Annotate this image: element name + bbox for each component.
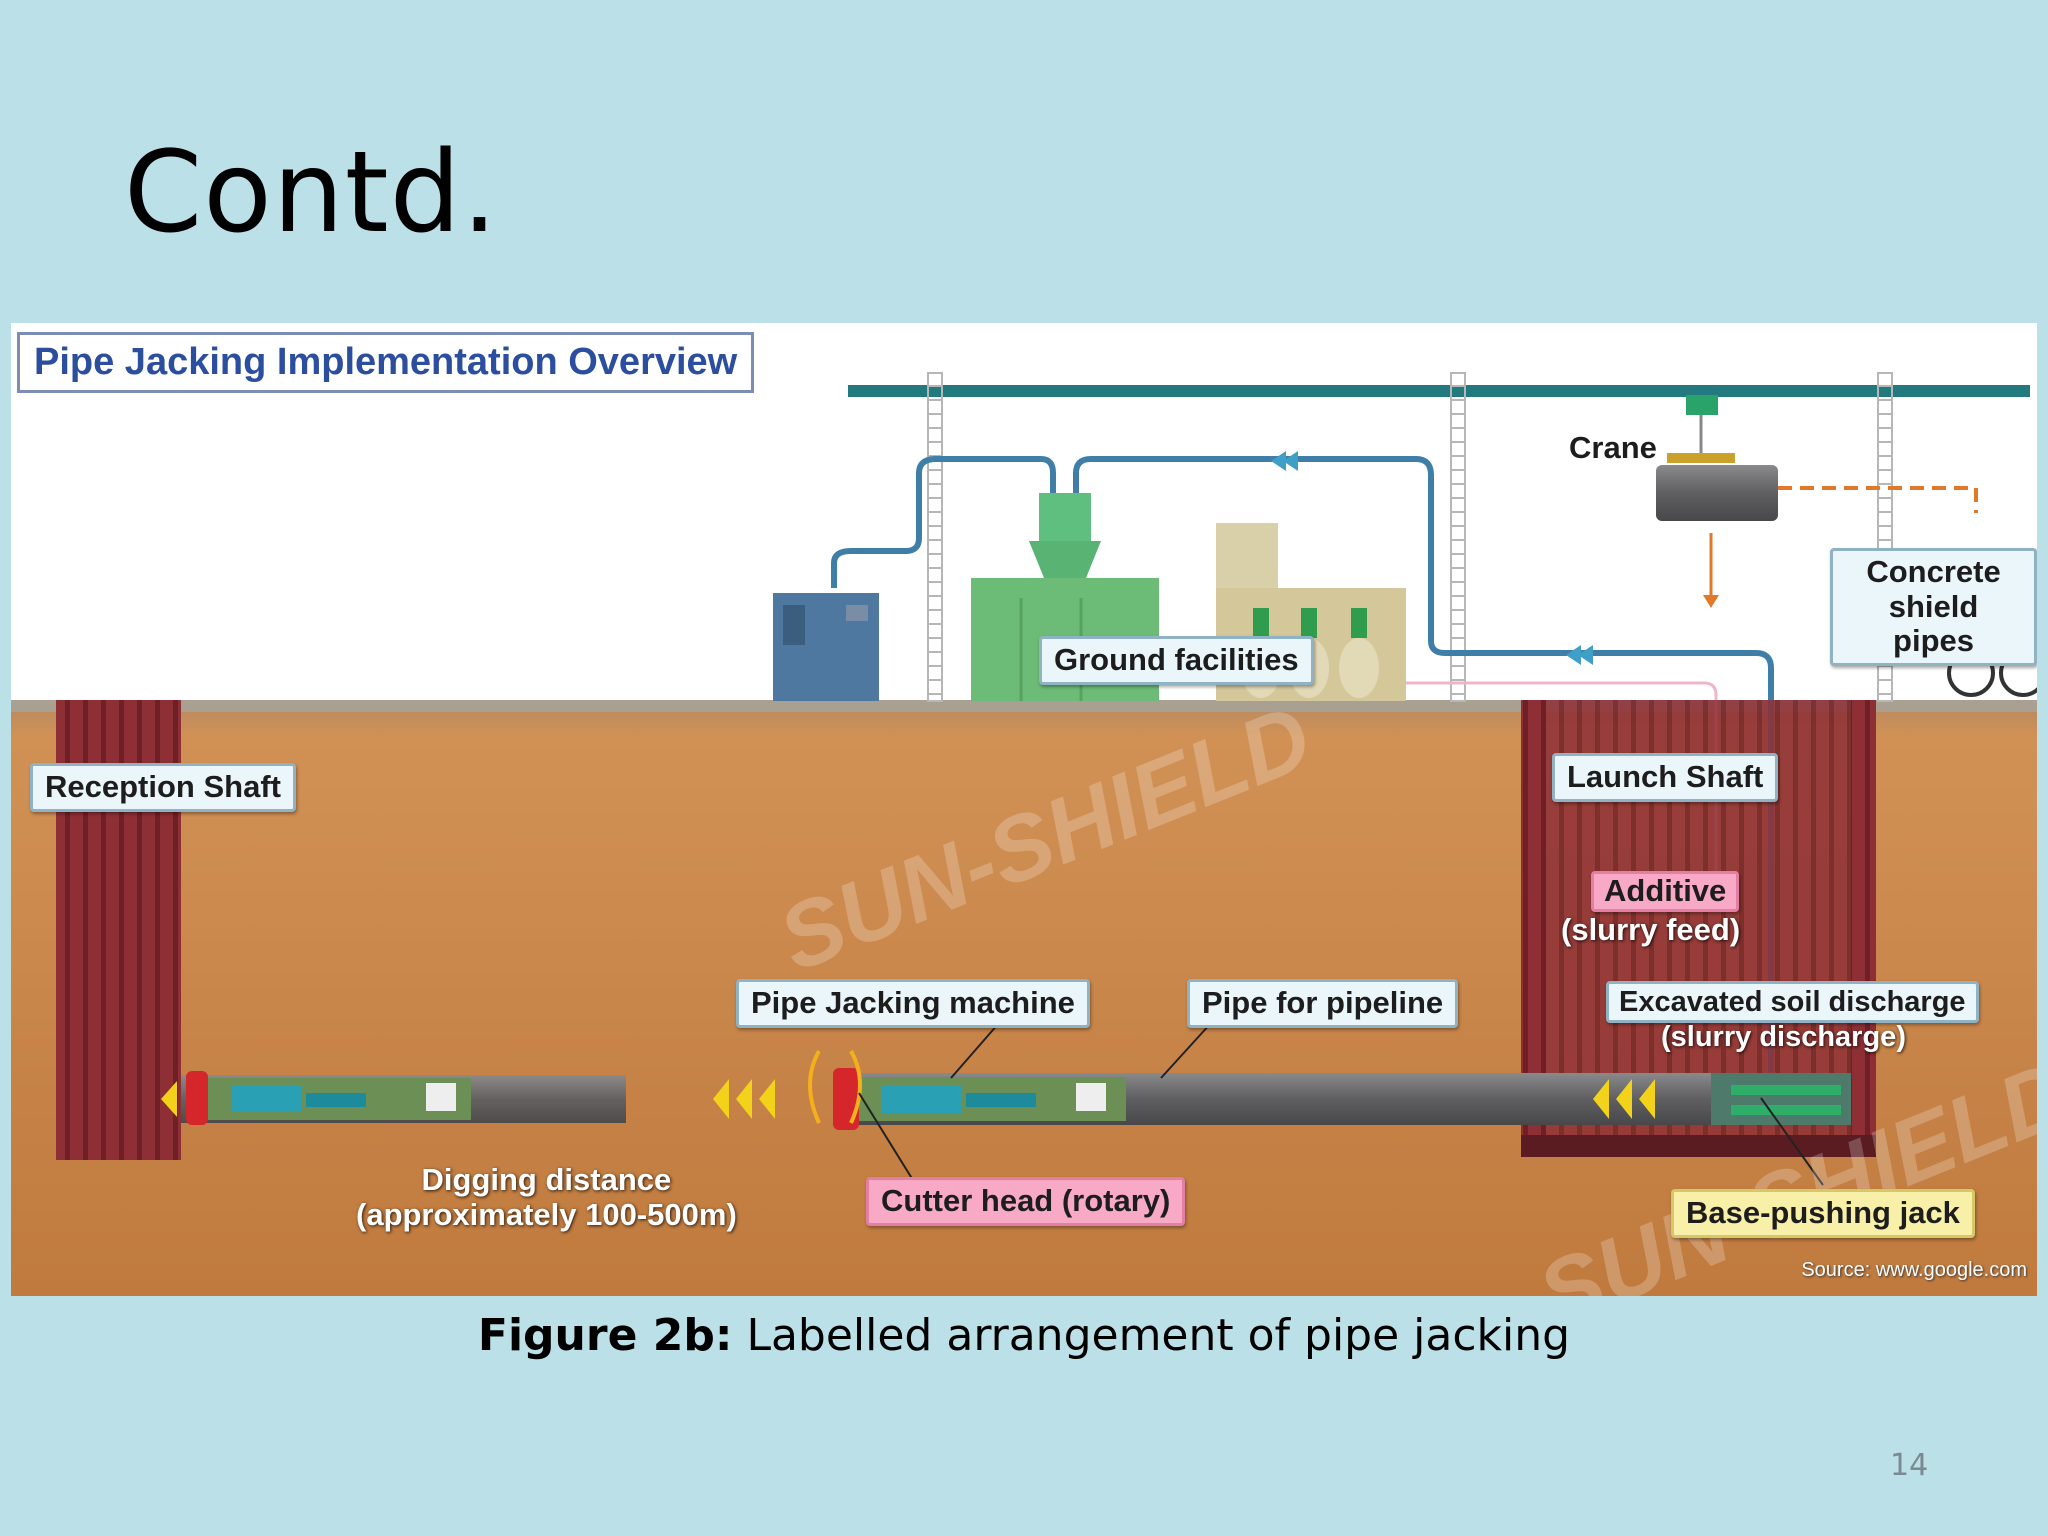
control-unit [773,593,879,701]
label-slurry-feed: (slurry feed) [1561,912,1741,947]
label-ground-facilities: Ground facilities [1039,636,1314,685]
rotation-arrow [849,1050,862,1124]
flow-arrow [1578,645,1593,665]
flow-arrow [1271,451,1286,471]
label-base-pushing-jack: Base-pushing jack [1671,1189,1975,1238]
source-note: Source: www.google.com [1801,1259,2027,1281]
caption-text: Labelled arrangement of pipe jacking [732,1310,1571,1361]
label-digging-distance: Digging distance (approximately 100-500m… [356,1162,737,1232]
page-number: 14 [1890,1448,1929,1483]
diagram-graphics: SUN-SHIELD SUN-SHIELD [11,372,2037,1296]
tunnel-left [181,1071,626,1125]
flow-arrow [1283,451,1298,471]
label-additive: Additive [1591,871,1740,912]
label-pipe-for-pipeline: Pipe for pipeline [1187,979,1459,1028]
support-posts [927,372,1893,702]
overview-title: Pipe Jacking Implementation Overview [17,332,755,393]
label-reception-shaft: Reception Shaft [30,763,296,812]
crane-rail [848,385,2030,397]
pipe-jacking-figure: SUN-SHIELD SUN-SHIELD Pipe Jacking Imple… [11,323,2037,1296]
feed-line [1336,681,1718,883]
flow-arrow [1566,645,1581,665]
label-pipe-jacking-machine: Pipe Jacking machine [736,979,1090,1028]
rotation-arrow [808,1050,821,1124]
caption-prefix: Figure 2b: [477,1310,733,1361]
label-crane: Crane [1569,430,1657,465]
slurry-pipes [831,456,1774,1083]
label-excavated-soil-discharge: Excavated soil discharge [1606,981,1979,1024]
tunnel-right [833,1068,1851,1130]
label-launch-shaft: Launch Shaft [1552,753,1779,802]
label-concrete-shield-pipes: Concrete shield pipes [1830,548,2037,667]
slide-title: Contd. [124,128,499,258]
label-slurry-discharge: (slurry discharge) [1661,1021,1906,1053]
figure-caption: Figure 2b: Labelled arrangement of pipe … [0,1310,2048,1361]
label-cutter-head: Cutter head (rotary) [866,1177,1186,1226]
leader-lines [858,1022,1824,1186]
direction-arrows [161,1079,1655,1119]
